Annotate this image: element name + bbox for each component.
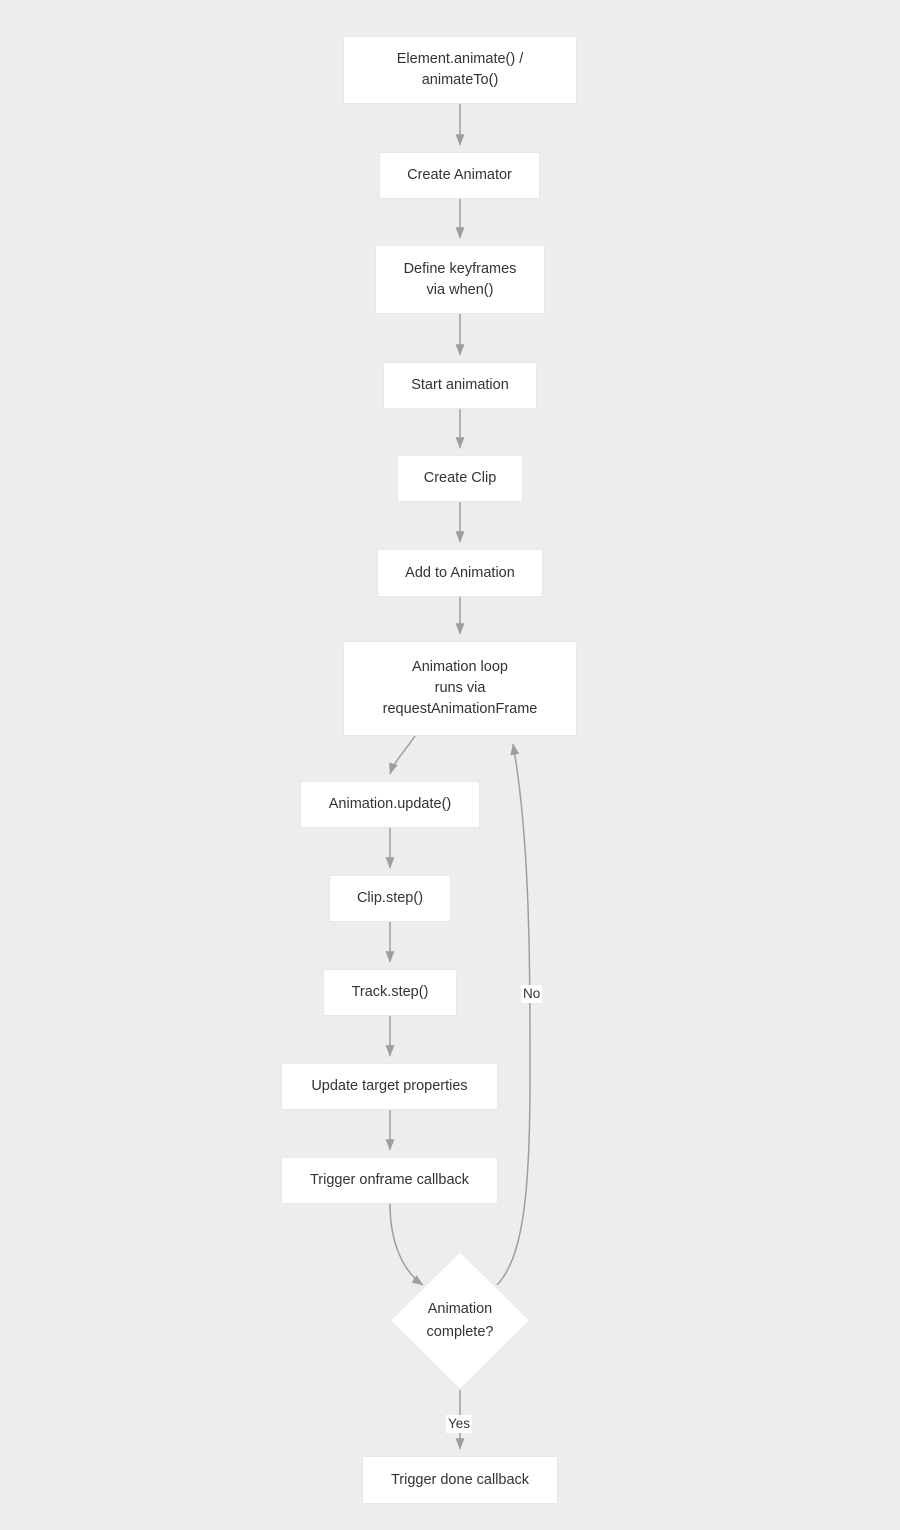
edge-label-no: No	[521, 985, 543, 1003]
node-entry: Element.animate() / animateTo()	[343, 36, 577, 104]
node-animation-complete: Animation complete?	[390, 1251, 530, 1390]
node-track-step: Track.step()	[323, 969, 457, 1016]
node-add-to-animation: Add to Animation	[377, 549, 543, 597]
node-label-animation-complete: Animation complete?	[426, 1300, 494, 1340]
decision-diamond-shape	[390, 1251, 530, 1390]
node-define-keyframes: Define keyframes via when()	[375, 245, 545, 314]
node-update-target: Update target properties	[281, 1063, 498, 1110]
node-start-animation: Start animation	[383, 362, 537, 409]
edge-animation-complete-to-animation-loop	[496, 743, 531, 1286]
node-clip-step: Clip.step()	[329, 875, 451, 922]
node-animation-loop: Animation loop runs via requestAnimation…	[343, 641, 577, 736]
node-animation-update: Animation.update()	[300, 781, 480, 828]
node-trigger-onframe: Trigger onframe callback	[281, 1157, 498, 1204]
node-create-animator: Create Animator	[379, 152, 540, 199]
edge-label-yes: Yes	[446, 1415, 473, 1433]
node-trigger-done: Trigger done callback	[362, 1456, 558, 1504]
edge-trigger-onframe-to-animation-complete	[389, 1203, 424, 1286]
node-create-clip: Create Clip	[397, 455, 523, 502]
edge-animation-loop-to-animation-update	[389, 735, 416, 775]
